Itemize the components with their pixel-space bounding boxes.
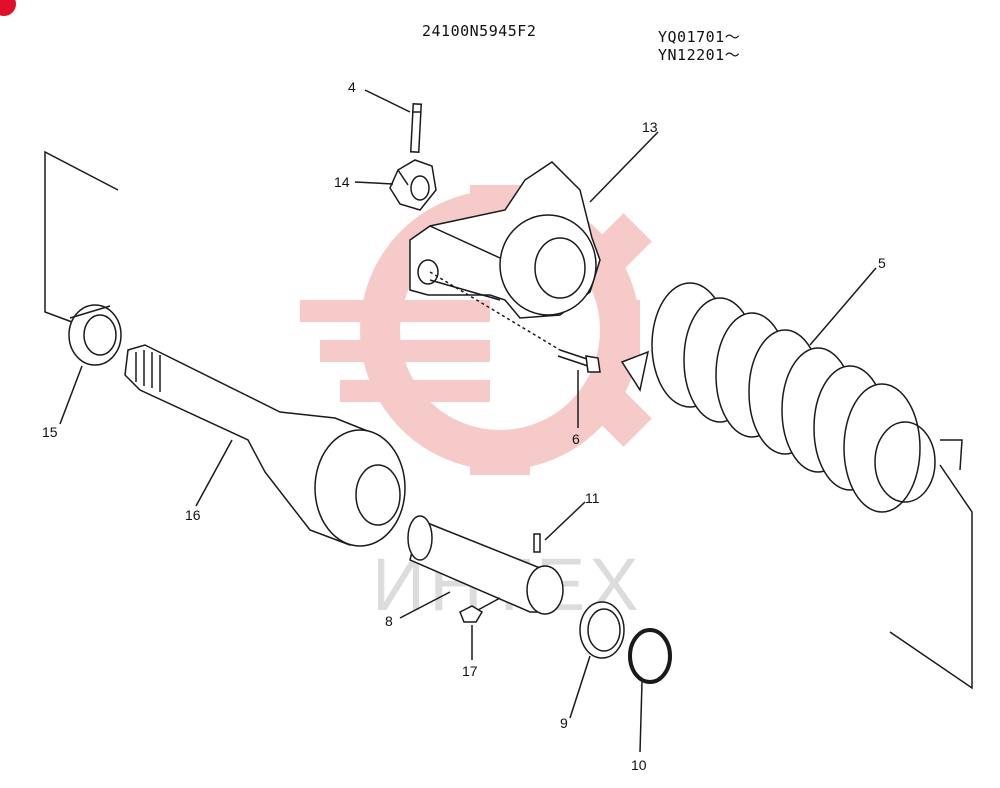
leader-8 [399, 591, 451, 619]
leader-9 [569, 655, 591, 719]
callout-11: 11 [585, 490, 600, 506]
leader-4 [364, 89, 411, 113]
part-11-pin [533, 533, 541, 553]
callout-4: 4 [348, 79, 356, 95]
callout-10: 10 [631, 757, 647, 773]
leader-11 [544, 501, 586, 541]
part-6-bolt [429, 271, 601, 373]
leader-5 [809, 267, 877, 346]
part-4-pin [409, 103, 423, 153]
callout-15: 15 [42, 424, 58, 440]
serial-range-2: YN12201～ [658, 46, 741, 64]
leader-15 [59, 365, 83, 425]
callout-6: 6 [572, 431, 580, 447]
bracket-right [889, 464, 973, 690]
leader-13 [589, 131, 659, 203]
leader-10 [639, 681, 643, 753]
callout-14: 14 [334, 174, 350, 190]
bracket-left [44, 150, 119, 323]
part-13-yoke [409, 161, 601, 319]
callout-8: 8 [385, 613, 393, 629]
part-17-grease-fitting [459, 597, 501, 623]
leader-14 [354, 181, 394, 185]
callout-17: 17 [462, 663, 478, 679]
part-number: 24100N5945F2 [422, 22, 537, 40]
part-15-collar [68, 304, 122, 366]
callout-9: 9 [560, 715, 568, 731]
part-9-seal [579, 601, 625, 659]
red-dot-icon [0, 0, 16, 16]
part-5-spring [620, 282, 963, 513]
part-16-rod [124, 344, 406, 547]
callout-13: 13 [642, 119, 658, 135]
serial-range-1: YQ01701～ [658, 28, 741, 46]
part-8-pin [407, 515, 564, 615]
callout-5: 5 [878, 255, 886, 271]
part-14-nut [389, 159, 437, 211]
part-10-o-ring [628, 628, 672, 684]
leader-16 [195, 439, 233, 507]
gear-logo-icon [300, 185, 652, 475]
callout-16: 16 [185, 507, 201, 523]
